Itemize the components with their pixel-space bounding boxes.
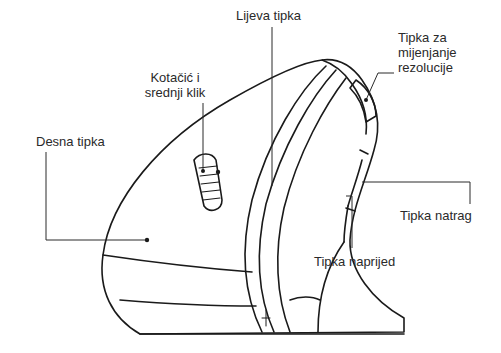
dpi-button-label: Tipka za mijenjanje rezolucije — [398, 30, 486, 75]
left-button-label: Lijeva tipka — [236, 8, 326, 23]
back-button-label: Tipka natrag — [400, 208, 496, 223]
right-button-label: Desna tipka — [36, 134, 126, 149]
scroll-wheel-label: Kotačić i srednji klik — [138, 70, 212, 100]
forward-button-label: Tipka naprijed — [314, 254, 414, 269]
